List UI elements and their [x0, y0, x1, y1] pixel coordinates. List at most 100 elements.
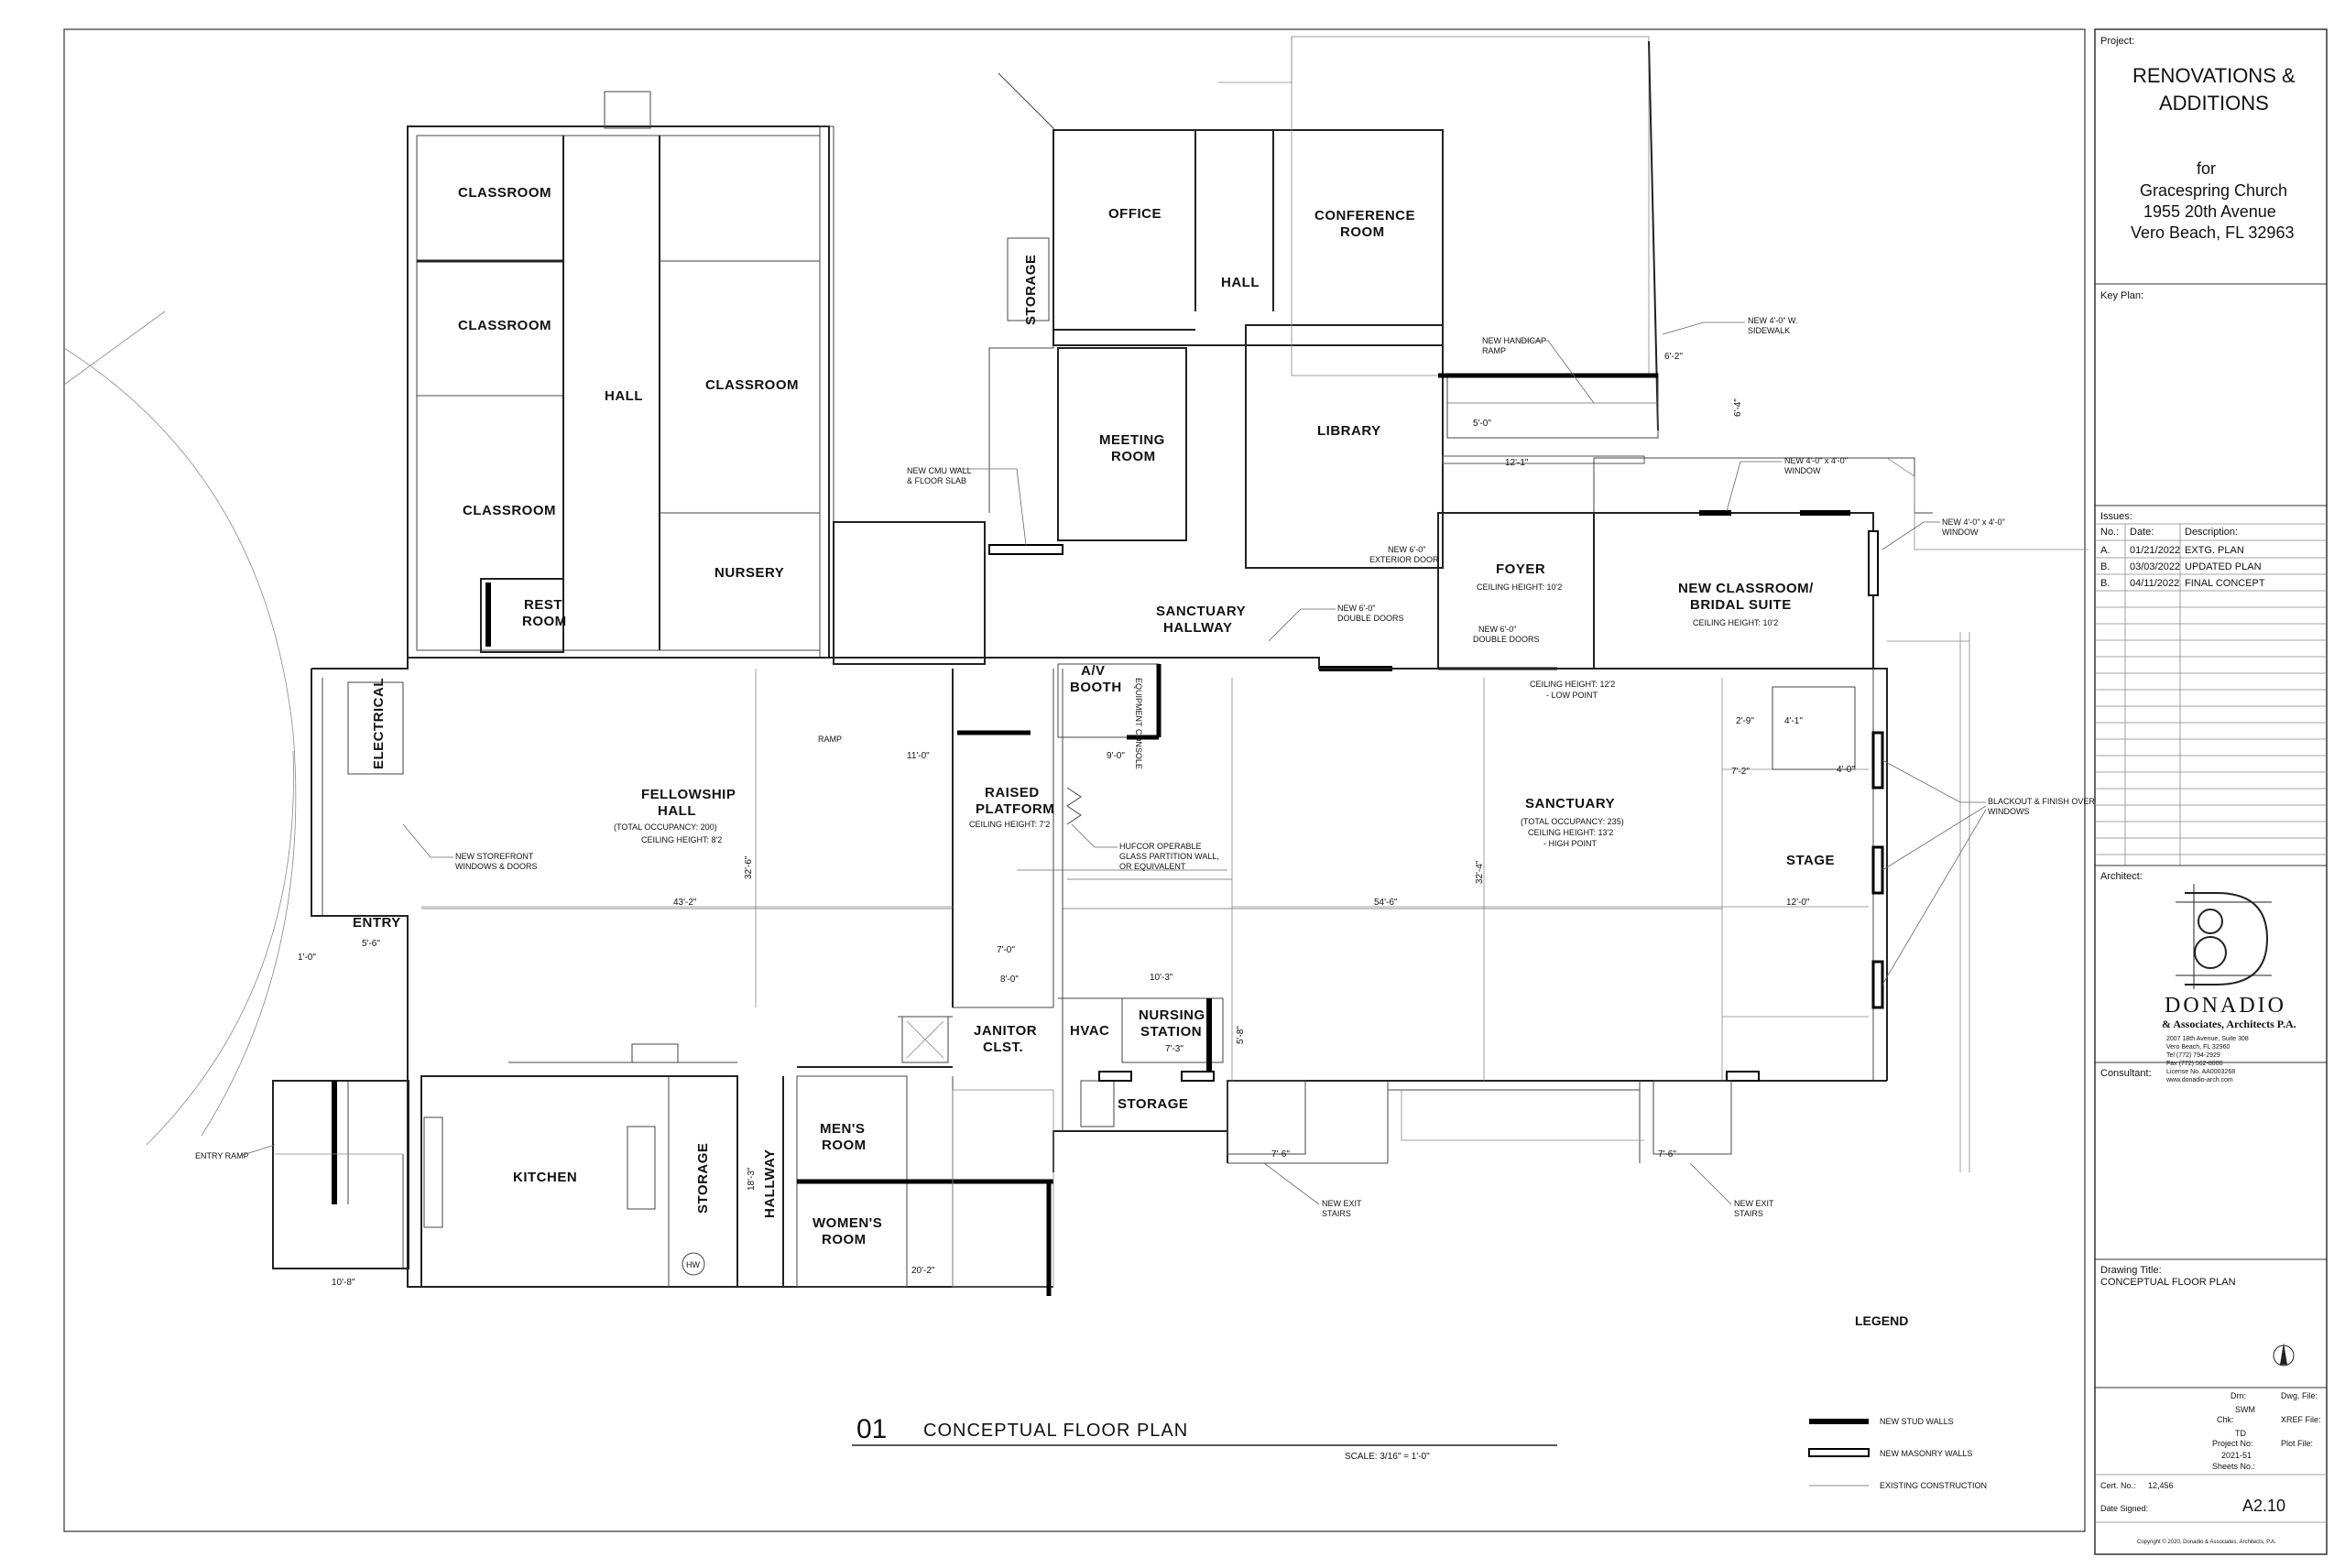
tb-drawing-title: CONCEPTUAL FLOOR PLAN	[2100, 1277, 2236, 1288]
note-blackout-2: WINDOWS	[1988, 807, 2030, 816]
note-sidewalk-2: SIDEWALK	[1748, 326, 1790, 335]
note-exit2-2: STAIRS	[1734, 1209, 1763, 1218]
tb-architect-contact-3: Tel (772) 794-2929	[2166, 1052, 2220, 1059]
dim-20-2: 20'-2"	[911, 1266, 935, 1276]
dim-7-6: 7'-6"	[1271, 1149, 1290, 1160]
room-womens-1: WOMEN'S	[813, 1215, 882, 1231]
room-conference-1: CONFERENCE	[1314, 208, 1415, 223]
room-library: LIBRARY	[1317, 423, 1381, 439]
room-entry: ENTRY	[353, 915, 401, 931]
tb-architect-contact-6: www.donadio-arch.com	[2165, 1077, 2233, 1083]
svg-text:FINAL CONCEPT: FINAL CONCEPT	[2185, 578, 2265, 589]
tb-cert-label: Cert. No.:	[2100, 1481, 2136, 1490]
note-window1-2: WINDOW	[1784, 466, 1821, 475]
note-entry-ramp: ENTRY RAMP	[195, 1151, 249, 1160]
room-hvac: HVAC	[1070, 1023, 1109, 1039]
note-ext-door-2: EXTERIOR DOOR	[1369, 555, 1439, 564]
tb-date-signed-label: Date Signed:	[2100, 1504, 2148, 1513]
tb-project-label: Project:	[2100, 36, 2134, 47]
room-sanctuary-low-1: CEILING HEIGHT: 12'2	[1530, 680, 1615, 689]
room-janitor-2: CLST.	[983, 1040, 1023, 1055]
room-mens-2: ROOM	[822, 1138, 867, 1153]
room-rest-room-1: REST	[524, 597, 562, 613]
room-office: OFFICE	[1108, 206, 1162, 222]
plan-title: CONCEPTUAL FLOOR PLAN	[923, 1421, 1188, 1441]
tb-project-title-1: RENOVATIONS &	[2132, 64, 2296, 87]
tb-chk-label: Chk:	[2217, 1415, 2234, 1424]
room-sanctuary-hallway-1: SANCTUARY	[1156, 604, 1246, 619]
note-sidewalk-1: NEW 4'-0" W.	[1748, 316, 1797, 325]
tb-project-no: 2021-51	[2221, 1451, 2252, 1460]
room-storage-kitchen: STORAGE	[695, 1143, 711, 1214]
tb-architect-contact-4: Fax (772) 562-8000	[2166, 1061, 2223, 1067]
note-hufcor-3: OR EQUIVALENT	[1119, 862, 1186, 871]
tb-project-no-label: Project No:	[2212, 1439, 2253, 1448]
dim-7-6b: 7'-6"	[1658, 1149, 1676, 1160]
dim-10-8: 10'-8"	[332, 1278, 355, 1288]
room-sanctuary-low-2: - LOW POINT	[1546, 691, 1598, 700]
note-hufcor-2: GLASS PARTITION WALL,	[1119, 852, 1219, 861]
room-sanctuary-hallway-2: HALLWAY	[1163, 620, 1232, 636]
note-storefront-2: WINDOWS & DOORS	[455, 862, 538, 871]
tb-sheet-number: A2.10	[2242, 1497, 2285, 1515]
tb-drn: SWM	[2235, 1405, 2255, 1414]
room-fellowship-2: HALL	[658, 803, 696, 819]
plan-scale: SCALE: 3/16" = 1'-0"	[1345, 1452, 1430, 1462]
tb-architect-name: DONADIO	[2165, 994, 2286, 1018]
handicap-ramp	[1438, 373, 1659, 464]
svg-text:UPDATED PLAN: UPDATED PLAN	[2185, 561, 2262, 572]
dim-32-4: 32'-4"	[1475, 860, 1485, 884]
room-fellowship-1: FELLOWSHIP	[641, 787, 736, 802]
room-sanctuary: SANCTUARY	[1525, 796, 1615, 811]
dim-4-1: 4'-1"	[1784, 716, 1803, 726]
note-window2-1: NEW 4'-0" x 4'-0"	[1942, 517, 2005, 527]
east-windows	[1098, 457, 2089, 1172]
note-storefront-1: NEW STOREFRONT	[455, 852, 534, 861]
dim-8-0: 8'-0"	[1000, 975, 1019, 985]
note-window1-1: NEW 4'-0" x 4'-0"	[1784, 456, 1848, 465]
note-dbl-door1-2: DOUBLE DOORS	[1337, 614, 1404, 623]
room-av-1: A/V	[1081, 663, 1106, 679]
room-new-classroom-1: NEW CLASSROOM/	[1678, 581, 1814, 596]
note-ramp: RAMP	[818, 735, 842, 744]
issues-table: No.: Date: Description: A. 01/21/2022 EX…	[2095, 523, 2327, 866]
room-womens-2: ROOM	[822, 1232, 867, 1247]
tb-dwg-file-label: Dwg. File:	[2281, 1391, 2318, 1400]
tb-plot-file-label: Plot File:	[2281, 1439, 2313, 1448]
dim-5-8: 5'-8"	[1236, 1026, 1246, 1044]
tb-drawing-label: Drawing Title:	[2100, 1265, 2162, 1276]
svg-text:A.: A.	[2100, 545, 2110, 556]
dim-43-2: 43'-2"	[673, 898, 697, 908]
tb-architect-subtitle: & Associates, Architects P.A.	[2162, 1018, 2296, 1030]
room-storage-mid: STORAGE	[1118, 1096, 1188, 1112]
note-blackout-1: BLACKOUT & FINISH OVER	[1988, 797, 2095, 806]
note-exit2-1: NEW EXIT	[1734, 1199, 1774, 1208]
room-classroom-2: CLASSROOM	[458, 318, 551, 333]
room-classroom-3: CLASSROOM	[705, 377, 799, 393]
legend-swatch-masonry	[1808, 1448, 1870, 1457]
note-ramp-2: RAMP	[1482, 346, 1506, 355]
tb-key-plan-label: Key Plan:	[2100, 290, 2143, 301]
room-new-classroom-2: BRIDAL SUITE	[1690, 597, 1792, 613]
dim-5-6: 5'-6"	[362, 939, 380, 949]
tb-sheets-label: Sheets No.:	[2212, 1462, 2255, 1471]
room-new-classroom-ceiling: CEILING HEIGHT: 10'2	[1693, 618, 1778, 627]
tb-cert: 12,456	[2148, 1481, 2174, 1490]
tb-architect-contact-5: License No. AA0003268	[2166, 1069, 2235, 1075]
dim-54-6: 54'-6"	[1374, 898, 1398, 908]
svg-text:01/21/2022: 01/21/2022	[2130, 545, 2180, 556]
svg-text:03/03/2022: 03/03/2022	[2130, 561, 2180, 572]
room-raised-ceiling: CEILING HEIGHT: 7'2	[969, 820, 1050, 829]
room-rest-room-2: ROOM	[522, 614, 567, 629]
legend-item-masonry: NEW MASONRY WALLS	[1880, 1449, 1972, 1458]
tb-architect-contact-1: 2007 18th Avenue, Suite 308	[2166, 1036, 2249, 1042]
note-equip: EQUIPMENT CONSOLE	[1134, 678, 1143, 769]
main-shell	[311, 657, 1888, 1288]
room-conference-2: ROOM	[1340, 224, 1385, 240]
dim-4-0: 4'-0"	[1837, 765, 1855, 775]
note-window2-2: WINDOW	[1942, 528, 1979, 537]
site-arc	[63, 347, 297, 1137]
tb-xref-label: XREF File:	[2281, 1415, 2321, 1424]
legend-item-stud: NEW STUD WALLS	[1880, 1417, 1954, 1426]
tb-consultant-label: Consultant:	[2100, 1068, 2152, 1079]
